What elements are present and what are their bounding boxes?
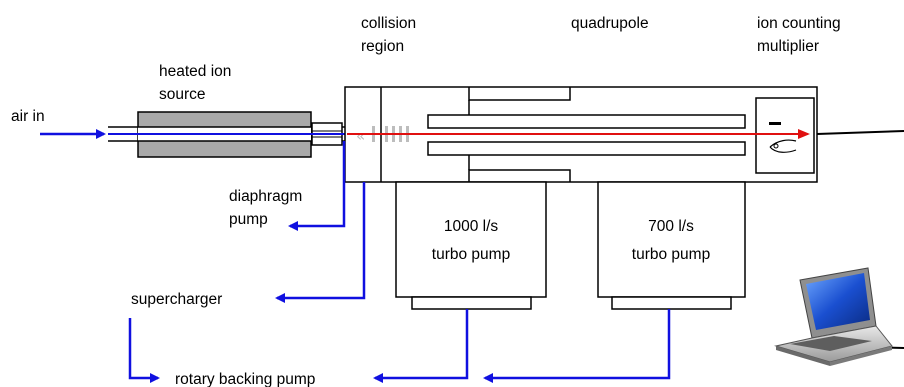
collision-region-label: collision	[361, 15, 416, 32]
electron-multiplier-icon	[769, 139, 797, 153]
quadrupole-label: quadrupole	[571, 15, 649, 32]
diaphragm-pump-label: diaphragm	[229, 188, 302, 205]
heated-ion-source-label-2: source	[159, 86, 206, 103]
turbo-pump-700-label: 700 l/s	[648, 218, 694, 235]
ion-counting-multiplier-label: ion counting	[757, 15, 841, 32]
collision-region-label-2: region	[361, 38, 404, 55]
turbo-700-to-backing-line	[483, 309, 671, 383]
turbo-1000-to-backing-line	[373, 309, 469, 383]
supercharger-to-backing-line	[128, 318, 160, 383]
signal-cable	[816, 130, 904, 135]
turbo-pump-1000-label: 1000 l/s	[444, 218, 499, 235]
diaphragm-pump-label-2: pump	[229, 211, 268, 228]
ion-counting-multiplier	[755, 97, 815, 174]
quadrupole-assembly	[427, 87, 746, 182]
laptop-computer-icon	[774, 267, 893, 366]
supercharger-line	[275, 182, 366, 303]
turbo-pump-700	[597, 181, 746, 310]
supercharger-label: supercharger	[131, 291, 222, 308]
rotary-backing-pump-label: rotary backing pump	[175, 371, 315, 387]
turbo-pump-1000-label-2: turbo pump	[432, 246, 510, 263]
turbo-pump-1000	[395, 181, 547, 310]
air-in-label: air in	[11, 108, 45, 125]
diaphragm-pump-line	[288, 141, 346, 231]
quadrupole-upper-rod	[427, 114, 746, 129]
ion-counting-multiplier-label-2: multiplier	[757, 38, 819, 55]
turbo-pump-700-label-2: turbo pump	[632, 246, 710, 263]
quadrupole-lower-rod	[427, 141, 746, 156]
heated-ion-source-label: heated ion	[159, 63, 231, 80]
svg-text:«: «	[356, 127, 365, 145]
